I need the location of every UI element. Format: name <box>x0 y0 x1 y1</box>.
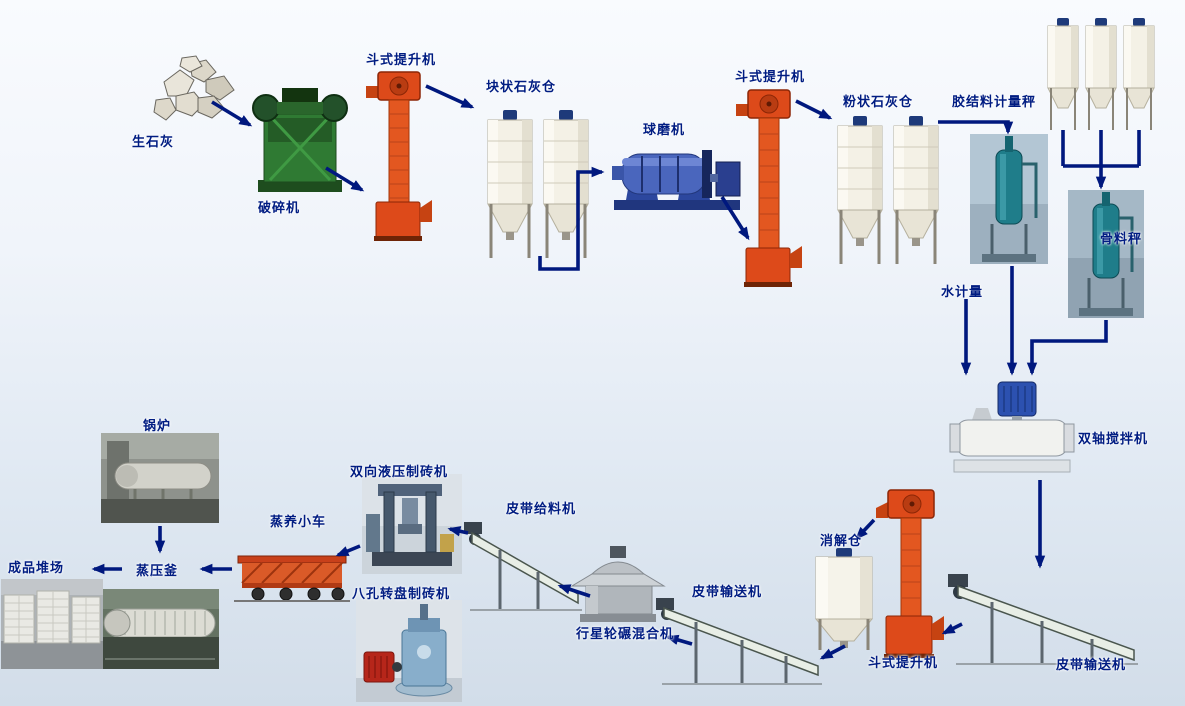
arrow-elevator1-lumpsilo <box>425 84 475 109</box>
jaw-crusher <box>250 82 350 204</box>
belt-conveyor-mid-illustration <box>656 598 822 685</box>
quicklime-illustration <box>153 55 235 121</box>
aggregate-silos-illustration <box>1047 18 1155 130</box>
planetary-mixer-illustration <box>570 546 666 622</box>
label-lump-lime-silo: 块状石灰仓 <box>486 80 557 95</box>
twin-shaft-mixer-illustration <box>949 381 1075 473</box>
lump-lime-silos <box>484 108 596 270</box>
ball-mill-illustration <box>612 150 741 210</box>
hydraulic-brick-press-illustration <box>362 474 462 574</box>
product-yard-illustration <box>1 579 103 669</box>
bucket-elevator-2 <box>734 84 802 292</box>
powder-lime-silos <box>834 114 946 276</box>
aggregate-silos <box>1044 16 1156 152</box>
label-twin-shaft-mixer: 双轴搅拌机 <box>1078 432 1149 447</box>
autoclave-illustration <box>101 589 219 669</box>
rotary-brick-press <box>356 600 462 706</box>
label-ball-mill: 球磨机 <box>643 123 686 138</box>
arrow-powdersilo-binderscale <box>938 120 1014 135</box>
bucket-elevator-2-illustration <box>736 89 802 287</box>
label-bucket-elevator-3: 斗式提升机 <box>868 656 939 671</box>
product-yard-photo <box>1 579 103 673</box>
ball-mill <box>610 132 744 222</box>
belt-conveyor-mid <box>654 594 828 692</box>
label-steam-cart: 蒸养小车 <box>270 515 327 530</box>
label-aggregate-scale: 骨料秤 <box>1100 232 1143 247</box>
label-quicklime: 生石灰 <box>132 135 175 150</box>
label-belt-feeder: 皮带给料机 <box>506 502 577 517</box>
label-bucket-elevator-2: 斗式提升机 <box>735 70 806 85</box>
lump-lime-silos-illustration <box>487 110 589 258</box>
steam-cart <box>234 544 350 610</box>
arrow-aggscale-mixer <box>1026 320 1108 376</box>
bucket-elevator-1 <box>364 66 432 246</box>
belt-conveyor-right-illustration <box>948 574 1138 665</box>
twin-shaft-mixer <box>948 378 1076 480</box>
label-hydraulic-brick-press: 双向液压制砖机 <box>350 465 449 480</box>
label-binder-scale: 胶结料计量秤 <box>952 95 1037 110</box>
boiler-illustration <box>101 433 219 523</box>
bucket-elevator-1-illustration <box>366 71 432 241</box>
bucket-elevator-3 <box>874 482 946 662</box>
label-boiler: 锅炉 <box>143 419 172 434</box>
label-autoclave: 蒸压釜 <box>136 564 179 579</box>
crusher-illustration <box>252 88 348 192</box>
binder-scale-illustration <box>970 134 1048 264</box>
quicklime-pile <box>146 52 238 134</box>
bucket-elevator-3-illustration <box>876 489 944 658</box>
boiler-photo <box>101 433 219 527</box>
label-product-yard: 成品堆场 <box>8 561 65 576</box>
label-water-meter: 水计量 <box>941 285 984 300</box>
planetary-mixer <box>566 540 670 628</box>
label-planetary-mixer: 行星轮碾混合机 <box>576 627 675 642</box>
label-crusher: 破碎机 <box>258 201 301 216</box>
belt-feeder-illustration <box>464 522 582 611</box>
hydraulic-brick-press <box>362 474 462 578</box>
aggregate-scale-unit <box>1068 190 1144 322</box>
label-rotary-brick-press: 八孔转盘制砖机 <box>352 587 451 602</box>
rotary-brick-press-illustration <box>356 600 462 702</box>
belt-feeder <box>462 518 588 618</box>
binder-scale-unit <box>970 134 1048 268</box>
label-belt-conveyor-right: 皮带输送机 <box>1056 658 1127 673</box>
label-belt-conveyor-mid: 皮带输送机 <box>692 585 763 600</box>
aggregate-scale-illustration <box>1068 190 1144 318</box>
autoclave-photo <box>101 589 219 673</box>
belt-conveyor-right <box>946 568 1144 672</box>
label-bucket-elevator-1: 斗式提升机 <box>366 53 437 68</box>
digestion-silo <box>808 546 882 658</box>
steam-cart-illustration <box>234 555 350 602</box>
digestion-silo-illustration <box>814 548 874 650</box>
powder-lime-silos-illustration <box>837 116 939 264</box>
label-digestion-silo: 消解仓 <box>820 534 863 549</box>
label-powder-lime-silo: 粉状石灰仓 <box>843 95 914 110</box>
